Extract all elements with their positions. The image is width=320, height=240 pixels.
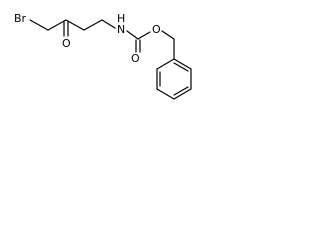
atom-br-label: Br <box>14 12 27 25</box>
bond-br-c1 <box>29 19 49 31</box>
bond-c4-n <box>101 19 116 29</box>
ring-bond-3 <box>173 88 192 100</box>
atom-o-carbonyl-label: O <box>131 52 140 65</box>
ring-double-2 <box>173 86 189 96</box>
ring-bond-6 <box>156 58 175 70</box>
bond-o-ch2 <box>161 30 175 40</box>
atom-o-ester-label: O <box>152 23 161 36</box>
atom-o-ketone-label: O <box>62 37 71 50</box>
benzene-ring <box>156 58 192 100</box>
ring-bond-4 <box>156 88 175 100</box>
ring-double-1 <box>173 62 189 72</box>
atom-n-label: N <box>117 23 125 36</box>
bond-c5-o-ester <box>137 31 151 40</box>
bond-c2-c3 <box>65 19 85 31</box>
bond-n-c5 <box>126 30 139 40</box>
ring-bond-1 <box>173 58 192 70</box>
bond-c3-c4 <box>83 19 103 31</box>
structure-diagram: Br O N H O O <box>14 12 192 100</box>
bond-c1-c2 <box>47 19 67 31</box>
atom-h-label: H <box>117 12 125 25</box>
